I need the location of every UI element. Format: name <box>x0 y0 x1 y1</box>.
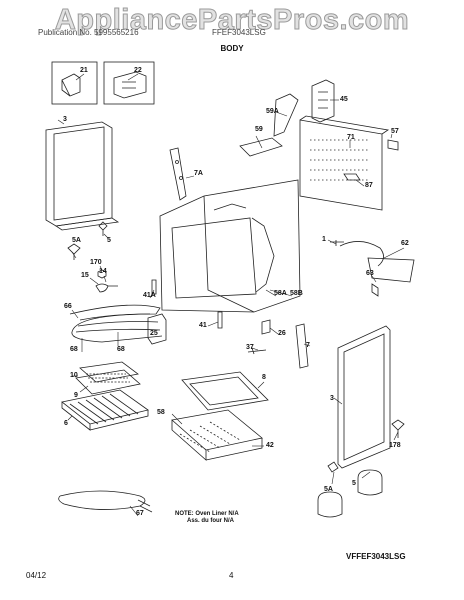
publication-number: Publication No. 5995565216 <box>38 28 139 37</box>
part-25-bracket <box>147 313 167 345</box>
part-label-71: 71 <box>347 134 355 141</box>
part-5a-foot-screw <box>327 461 339 473</box>
oven-wrap-cable <box>251 217 275 293</box>
part-label-25: 25 <box>150 330 158 337</box>
part-label-10: 10 <box>70 372 78 379</box>
part-63-clip <box>371 283 379 297</box>
part-58-insulation <box>171 409 263 451</box>
footer-date: 04/12 <box>26 571 47 580</box>
part-label-68-left: 68 <box>70 346 78 353</box>
part-label-68-right: 68 <box>117 346 125 353</box>
part-label-8: 8 <box>262 374 266 381</box>
part-label-22: 22 <box>134 67 142 74</box>
part-label-5a-bottom: 5A <box>324 486 333 493</box>
part-5-leveler <box>357 469 383 496</box>
part-label-63: 63 <box>366 270 374 277</box>
part-label-62: 62 <box>401 240 409 247</box>
part-41-clip <box>217 311 223 329</box>
diagram-code: VFFEF3043LSG <box>346 552 406 561</box>
watermark: AppliancePartsPros.com <box>54 4 410 37</box>
part-label-42: 42 <box>266 442 274 449</box>
part-label-66: 66 <box>64 303 72 310</box>
part-label-58b: 58B <box>290 290 303 297</box>
part-62-wire <box>339 241 384 267</box>
oven-liner-note: NOTE: Oven Liner N/A Ass. du four N/A <box>175 511 239 525</box>
part-21-bracket <box>61 73 81 97</box>
part-label-178: 178 <box>389 442 401 449</box>
part-59-strip <box>239 137 283 157</box>
section-title: BODY <box>220 44 244 53</box>
part-label-9: 9 <box>74 392 78 399</box>
model-number: FFEF3043LSG <box>212 28 266 37</box>
part-label-170: 170 <box>90 259 102 266</box>
part-label-15: 15 <box>81 272 89 279</box>
part-59a-bracket <box>273 93 299 137</box>
part-21-box <box>51 61 98 105</box>
part-45-bracket <box>311 79 335 123</box>
part-label-6: 6 <box>64 420 68 427</box>
part-9-pan-bottom <box>75 369 141 395</box>
part-label-26: 26 <box>278 330 286 337</box>
part-label-3-left: 3 <box>63 116 67 123</box>
side-panel-right <box>337 325 391 469</box>
part-label-7: 7 <box>306 342 310 349</box>
part-87-bracket <box>343 173 361 181</box>
part-22-bracket <box>113 71 147 99</box>
part-label-58a: 58A <box>274 290 287 297</box>
part-10-pan-top <box>79 361 139 383</box>
part-57-plate <box>387 139 399 151</box>
side-panel-left-edge <box>54 217 120 231</box>
part-26-clip <box>261 319 271 335</box>
part-label-37: 37 <box>246 344 254 351</box>
part-7a-strip <box>169 147 187 201</box>
side-panel-left-inner <box>53 126 105 221</box>
part-37-screw <box>247 347 267 355</box>
part-label-45: 45 <box>340 96 348 103</box>
note-line-1: NOTE: Oven Liner N/A <box>175 511 239 517</box>
part-5a-leveler <box>317 491 343 518</box>
oven-cavity <box>171 217 257 299</box>
part-label-41a: 41A <box>143 292 156 299</box>
side-panel-right-inner <box>343 333 385 461</box>
part-label-1: 1 <box>322 236 326 243</box>
part-5a-clip <box>67 243 81 260</box>
part-label-21: 21 <box>80 67 88 74</box>
part-label-59a: 59A <box>266 108 279 115</box>
part-label-5-top: 5 <box>107 237 111 244</box>
note-line-2: Ass. du four N/A <box>187 518 235 524</box>
part-label-58: 58 <box>157 409 165 416</box>
side-panel-left <box>45 121 113 227</box>
footer-page-number: 4 <box>229 571 234 580</box>
part-67-bake-element <box>58 490 146 510</box>
part-8-liner-top <box>181 371 269 411</box>
part-label-41: 41 <box>199 322 207 329</box>
part-label-57: 57 <box>391 128 399 135</box>
part-label-67: 67 <box>136 510 144 517</box>
part-71-back-panel <box>299 119 383 211</box>
part-label-87: 87 <box>365 182 373 189</box>
part-41a-clip <box>151 279 157 295</box>
oven-body-edge <box>203 195 255 313</box>
part-62-block <box>367 257 415 283</box>
part-7-strip <box>295 323 309 369</box>
part-label-14: 14 <box>99 268 107 275</box>
part-label-59: 59 <box>255 126 263 133</box>
part-178-screw <box>391 419 405 438</box>
part-5-screw <box>98 221 108 236</box>
part-22-box <box>103 61 155 105</box>
part-15-sensor <box>95 283 118 293</box>
part-label-7a: 7A <box>194 170 203 177</box>
part-label-5-bottom: 5 <box>352 480 356 487</box>
part-label-3-right: 3 <box>330 395 334 402</box>
oven-top-cable <box>213 203 247 211</box>
part-66-broil-element <box>69 304 163 343</box>
part-label-5a-top: 5A <box>72 237 81 244</box>
